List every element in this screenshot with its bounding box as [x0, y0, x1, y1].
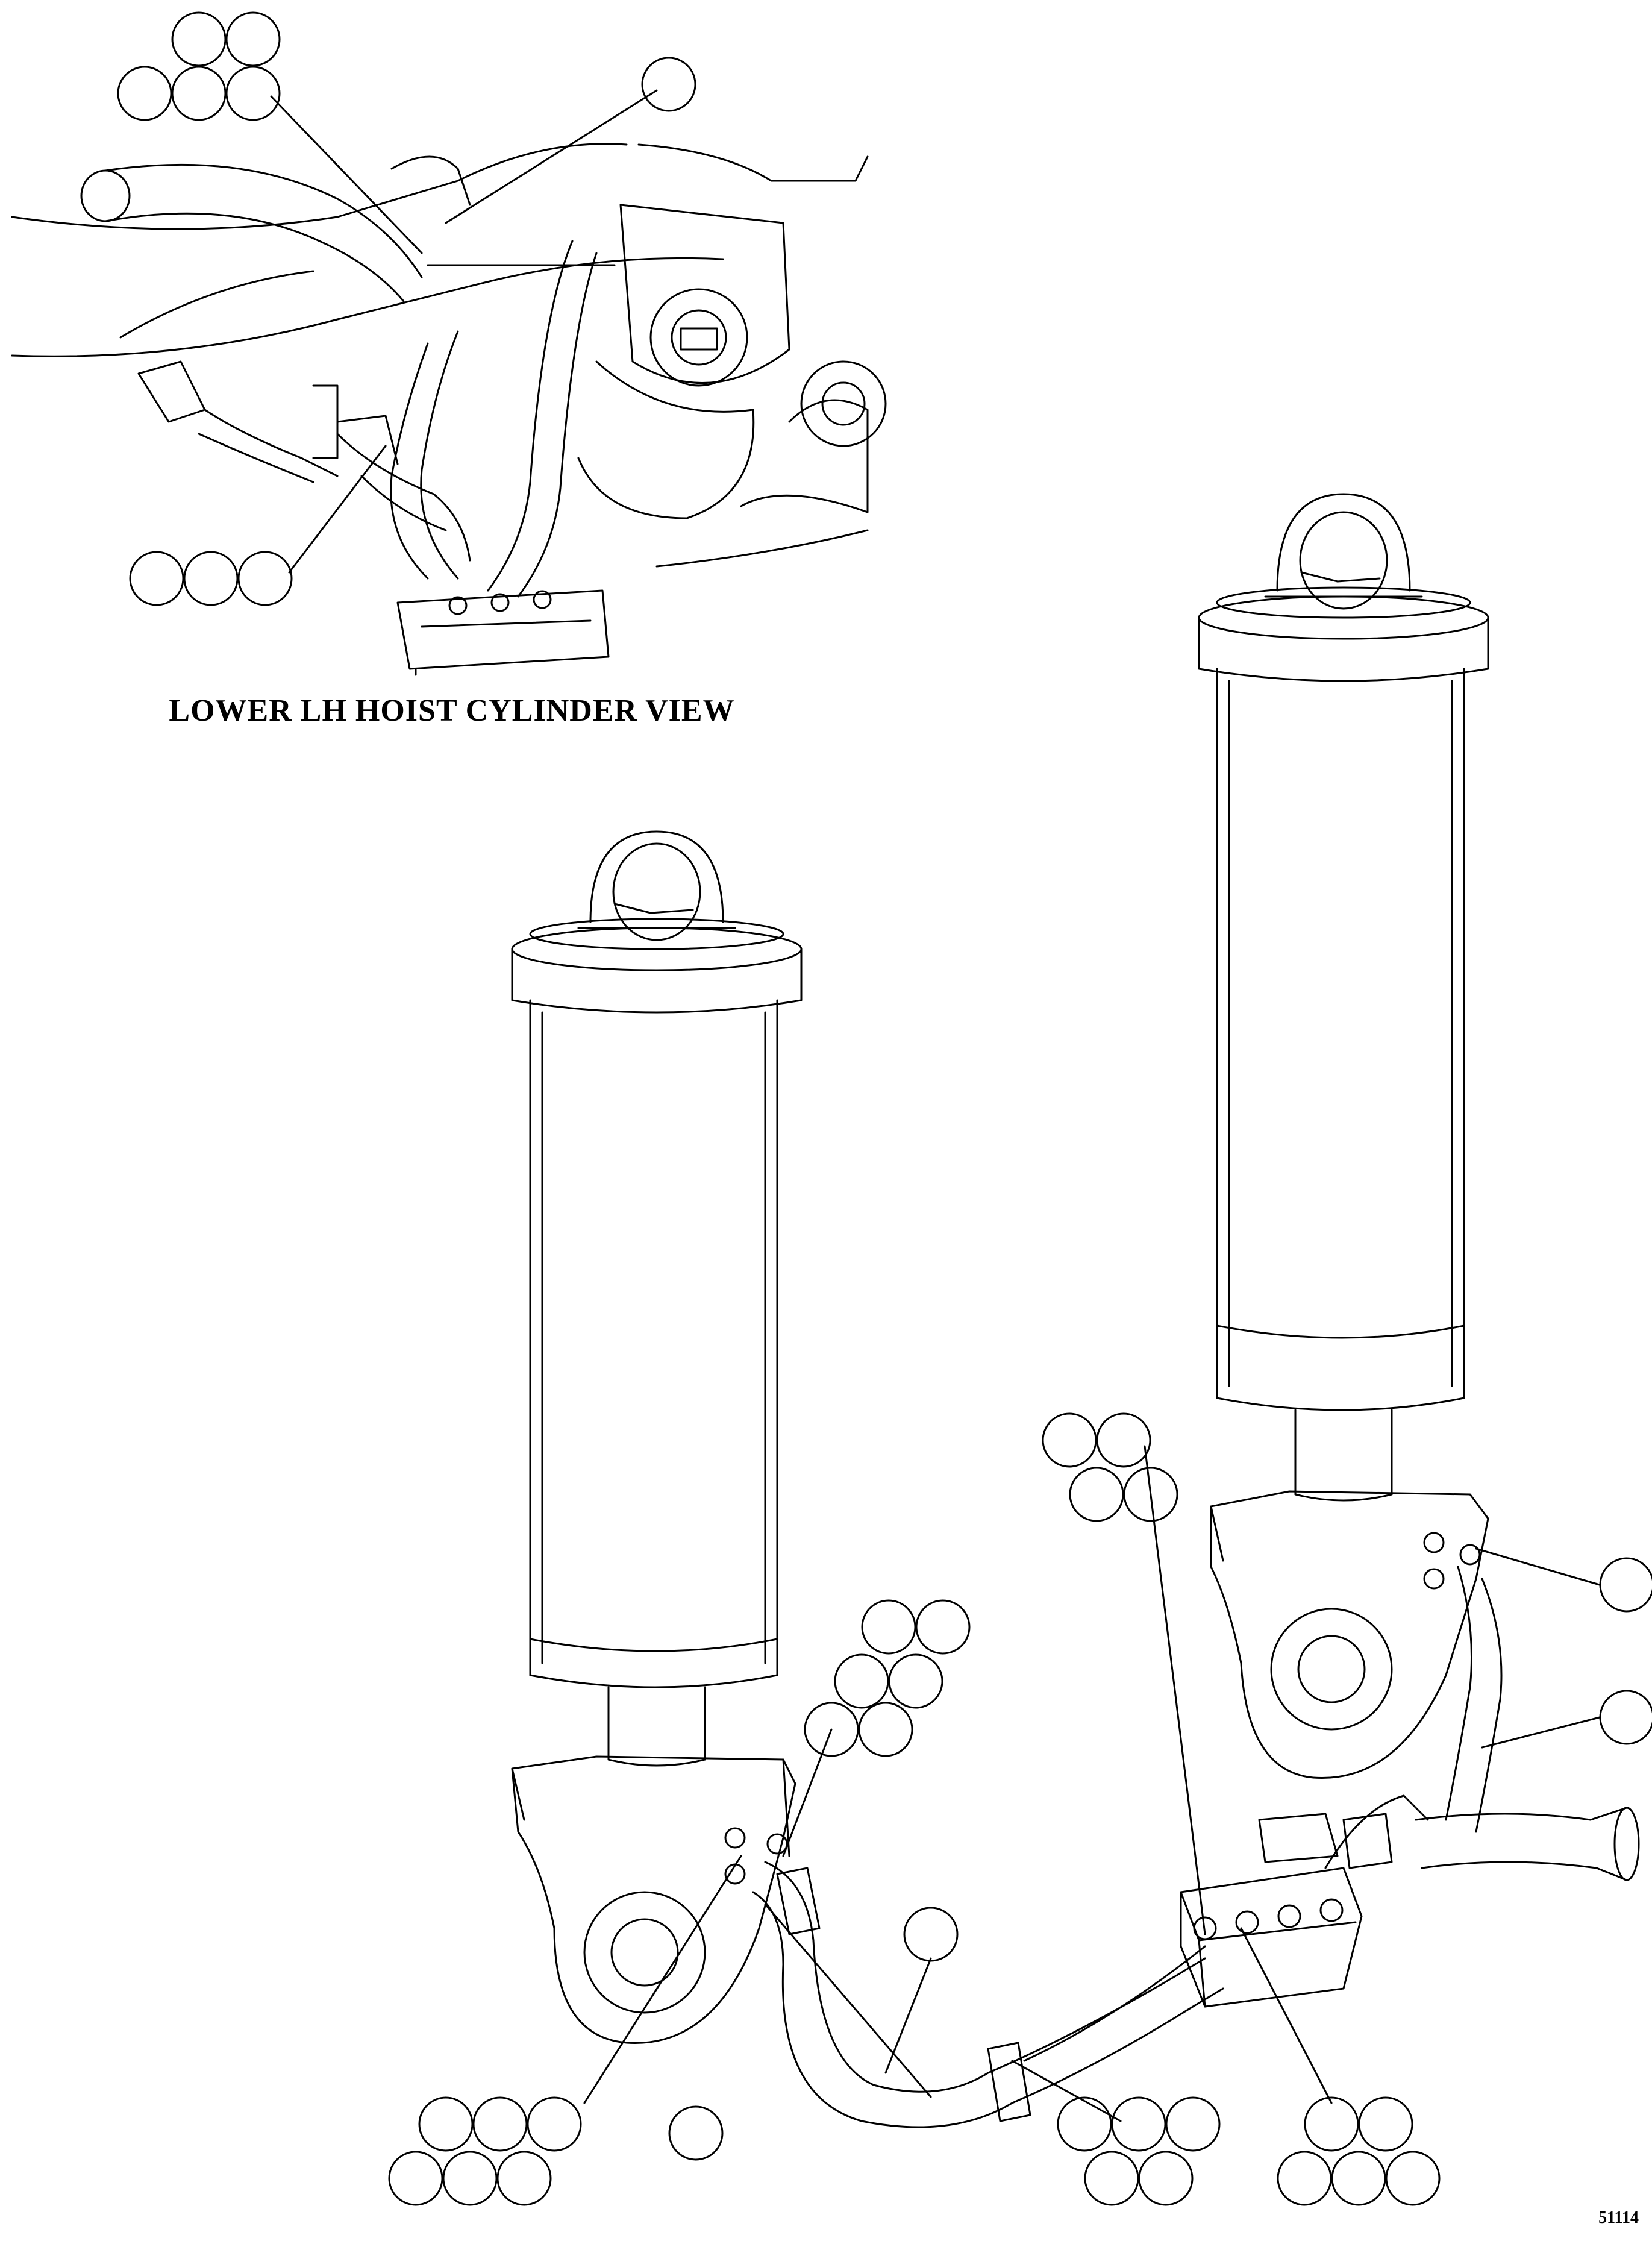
callout-bubble [1138, 2151, 1194, 2206]
callout-bubble [1084, 2151, 1139, 2206]
callout-bubble [1069, 1467, 1124, 1522]
callout-bubble [1165, 2096, 1221, 2152]
inset-view [11, 89, 887, 676]
callout-bubble [1111, 2096, 1166, 2152]
callout-bubble [171, 66, 227, 121]
callout-bubble [472, 2096, 528, 2152]
callout-bubble [117, 66, 172, 121]
callout-bubble [861, 1599, 916, 1655]
callout-bubble [668, 2105, 724, 2161]
view-caption: LOWER LH HOIST CYLINDER VIEW [169, 694, 735, 728]
callout-bubble [171, 11, 227, 67]
callout-bubble [237, 551, 293, 606]
callout-bubble [225, 11, 281, 67]
callout-bubble [858, 1702, 913, 1757]
callout-bubbles [117, 11, 1652, 2206]
callout-bubble [915, 1599, 971, 1655]
callout-bubble [1331, 2151, 1386, 2206]
callout-bubble [1304, 2096, 1359, 2152]
callout-bubble [641, 57, 696, 112]
callout-bubble [225, 66, 281, 121]
callout-bubble [1599, 1557, 1652, 1613]
callout-bubble [1277, 2151, 1332, 2206]
callout-bubble [183, 551, 239, 606]
callout-bubble [1599, 1690, 1652, 1745]
callout-bubble [1057, 2096, 1112, 2152]
callout-bubble [1042, 1412, 1097, 1468]
figure-number: 51114 [1598, 2208, 1639, 2227]
callout-bubble [418, 2096, 474, 2152]
callout-bubble [496, 2151, 552, 2206]
hose-assembly [752, 1566, 1640, 2128]
left-hoist-cylinder [511, 830, 803, 2044]
callout-bubble [442, 2151, 498, 2206]
callout-bubble [888, 1653, 943, 1709]
callout-bubble [527, 2096, 582, 2152]
callout-bubble [903, 1907, 959, 1962]
leader-lines [583, 1445, 1601, 2122]
callout-bubble [129, 551, 184, 606]
callout-bubble [834, 1653, 889, 1709]
callout-bubble [1123, 1467, 1178, 1522]
right-hoist-cylinder [1198, 493, 1489, 1779]
callout-bubble [388, 2151, 443, 2206]
callout-bubble [1385, 2151, 1441, 2206]
callout-bubble [804, 1702, 859, 1757]
callout-bubble [1358, 2096, 1413, 2152]
callout-bubble [1096, 1412, 1151, 1468]
